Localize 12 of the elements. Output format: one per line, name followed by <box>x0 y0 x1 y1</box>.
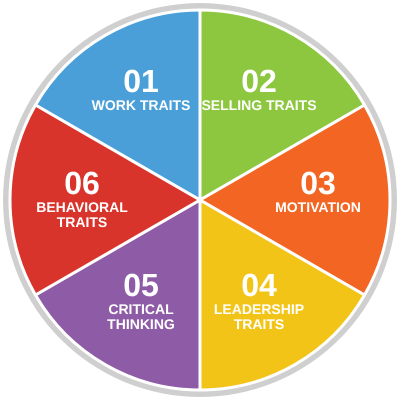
segment-number: 06 <box>64 166 100 200</box>
segment-title: LEADERSHIP TRAITS <box>212 302 306 332</box>
segment-title: CRITICAL THINKING <box>106 302 176 332</box>
segment-number: 05 <box>123 268 159 302</box>
segment-title: BEHAVIORAL TRAITS <box>35 200 129 230</box>
segment-title: MOTIVATION <box>275 200 361 215</box>
segment-number: 01 <box>123 64 159 98</box>
segment-title: SELLING TRAITS <box>201 98 317 113</box>
segment-number: 04 <box>241 268 277 302</box>
segment-number: 03 <box>300 166 336 200</box>
segment-number: 02 <box>241 64 277 98</box>
segment-title: WORK TRAITS <box>92 98 190 113</box>
